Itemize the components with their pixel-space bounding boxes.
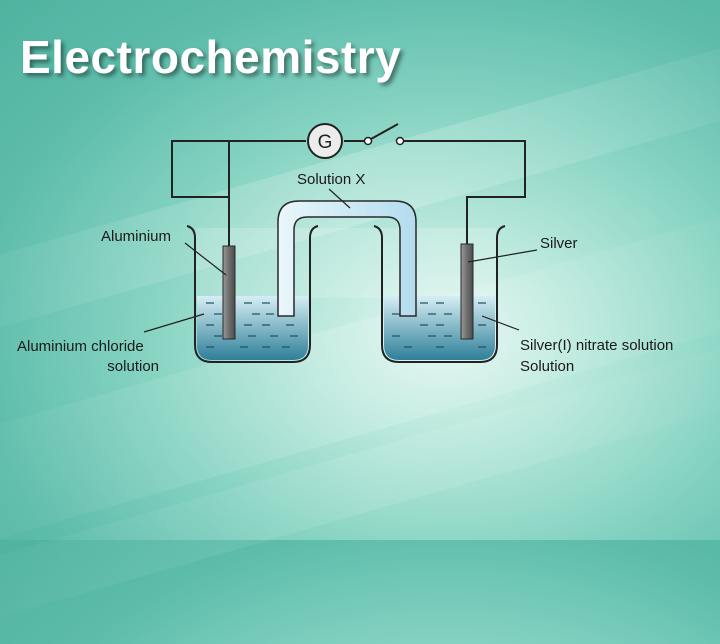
liquid-dashes [206,302,298,348]
label-leader-lines [143,188,538,333]
galvanometer-icon: G [307,123,343,159]
galvanometer-label: G [318,132,333,153]
switch [363,123,405,146]
silver-electrode [460,243,474,340]
label-aluminium-chloride-line2: solution [107,358,159,375]
circuit-wire [171,140,526,248]
label-aluminium: Aluminium [101,228,171,245]
glass-highlight [196,228,496,298]
aluminium-electrode [222,245,236,340]
label-solution-x: Solution X [297,171,365,188]
salt-bridge [277,200,417,317]
liquid-dashes [392,302,486,348]
left-beaker-glass [186,225,319,363]
label-silver-nitrate-line2: Solution [520,358,574,375]
label-aluminium-chloride-line1: Aluminium chloride [17,338,144,355]
electrochemical-cell-diagram: G Solutio [17,123,673,375]
slide-title: Electrochemistry [20,31,402,83]
label-silver-nitrate-line1: Silver(I) nitrate solution [520,337,673,354]
right-beaker-glass [373,225,506,363]
label-silver: Silver [540,235,578,252]
